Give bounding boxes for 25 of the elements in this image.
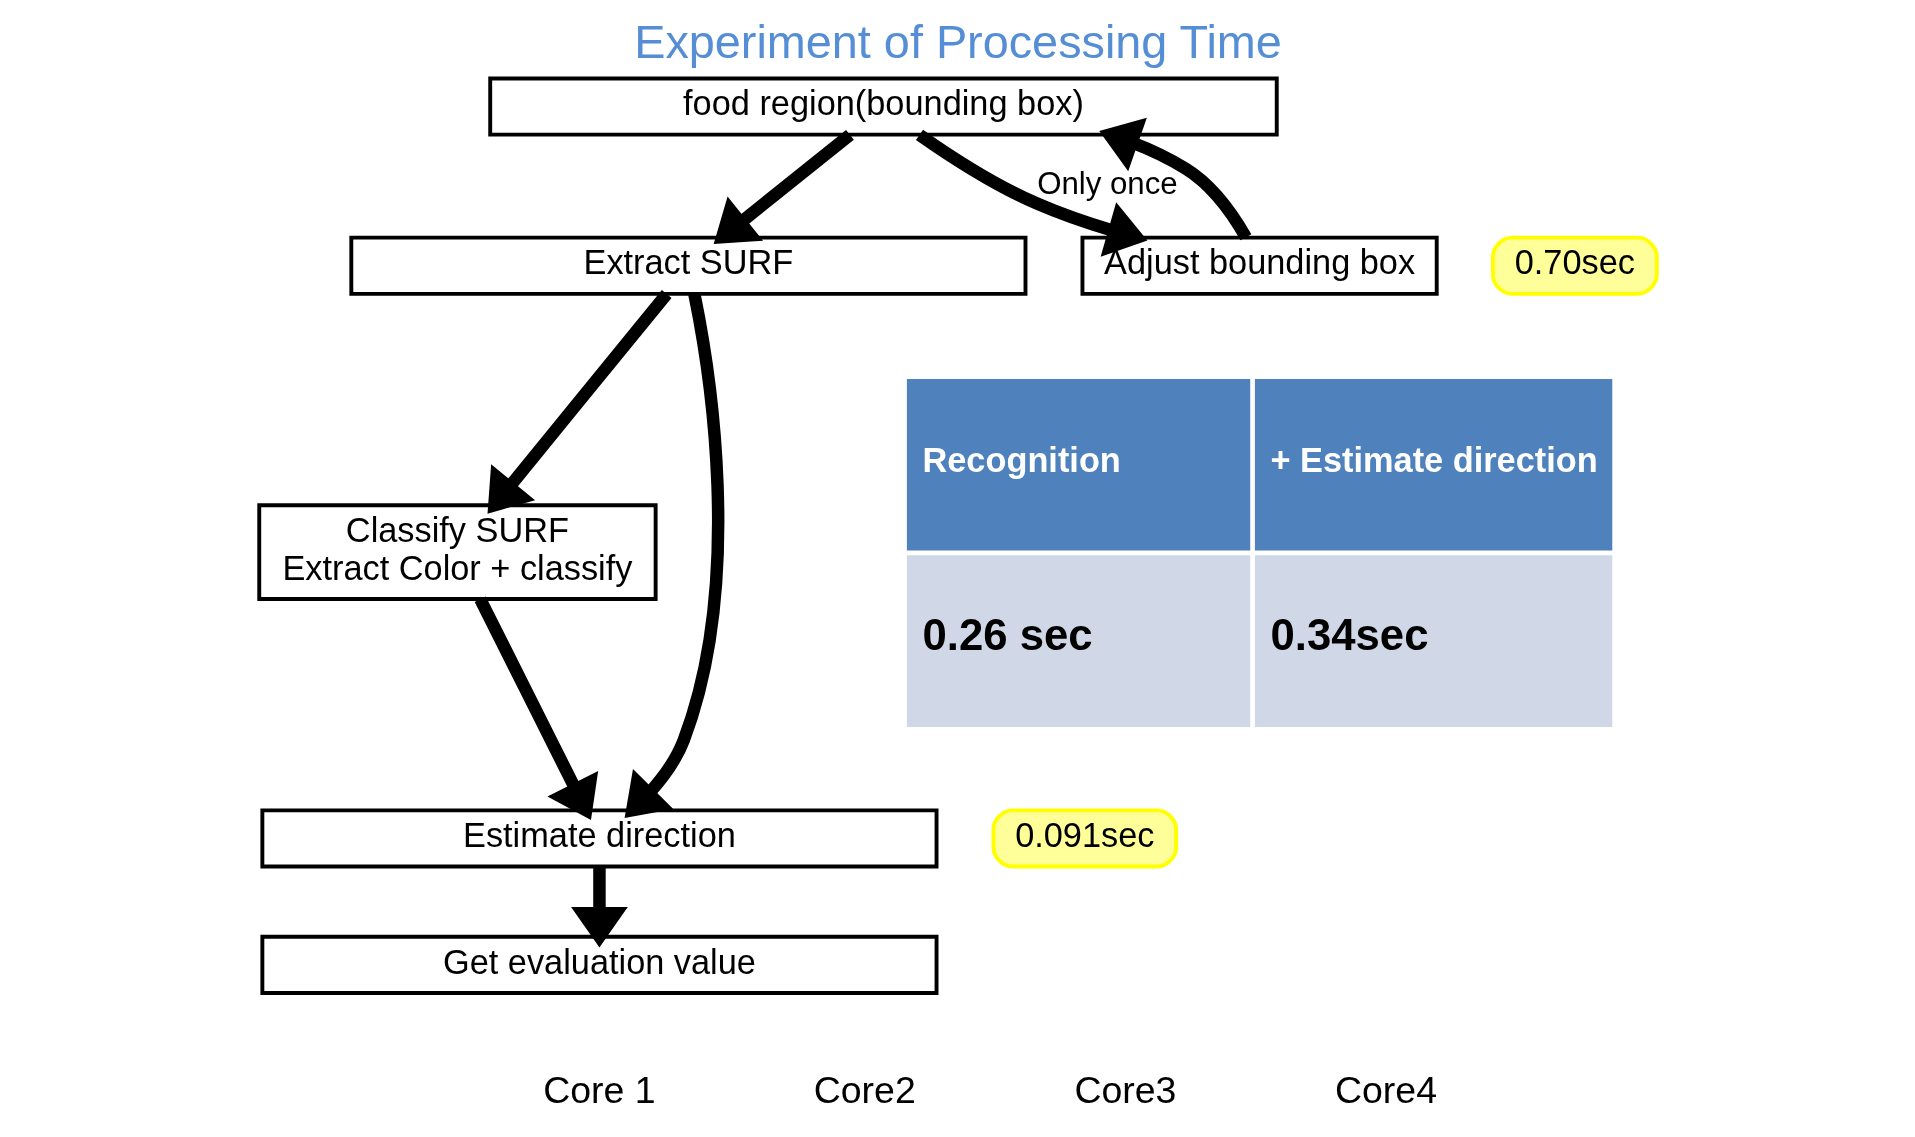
node-box: 0.091sec <box>991 808 1178 869</box>
arrow <box>1098 117 1251 241</box>
node-box: 0.70sec <box>1490 235 1659 296</box>
edge-label: Only once <box>1036 165 1178 201</box>
label: Core 1 <box>542 1068 656 1111</box>
arrow <box>624 292 724 818</box>
arrow <box>570 866 628 948</box>
node-box: Extract SURF <box>348 235 1027 296</box>
node-box: Estimate direction <box>259 808 938 869</box>
arrow <box>474 596 598 820</box>
node-box: food region(bounding box) <box>487 76 1279 137</box>
node-box: Classify SURF Extract Color + classify <box>256 503 658 601</box>
label: Recognition <box>922 440 1121 479</box>
label: 0.34sec <box>1270 610 1428 660</box>
label: Core3 <box>1073 1068 1176 1111</box>
label: Core4 <box>1334 1068 1437 1111</box>
label: 0.26 sec <box>922 610 1093 660</box>
label: Core2 <box>813 1068 916 1111</box>
arrow <box>487 290 672 514</box>
diagram-title: Experiment of Processing Time <box>633 16 1282 69</box>
node-box: Adjust bounding box <box>1080 235 1439 296</box>
arrow <box>915 129 1147 257</box>
label: + Estimate direction <box>1270 440 1598 479</box>
node-box: Get evaluation value <box>259 934 938 995</box>
arrow <box>713 130 854 244</box>
